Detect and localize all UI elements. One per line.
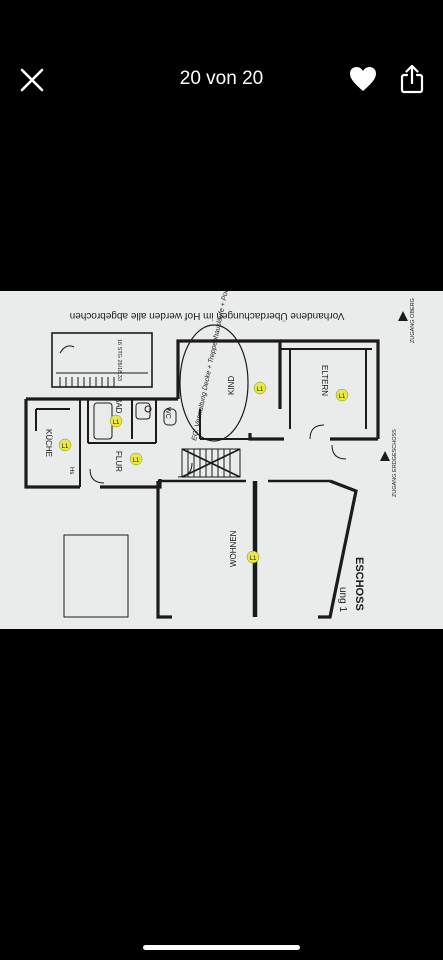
plan-walls [24,339,380,619]
room-label-hall: FLUR [114,451,123,472]
bath-fixtures [93,402,177,440]
floor-plan-photo[interactable]: Vorhandene Überdachungen im Hof werden a… [0,291,443,629]
room-label-child: KIND [227,376,236,395]
central-stair [181,448,241,478]
plan-subtitle-partial: ung 1 [337,587,348,612]
handwritten-oval [179,324,249,442]
favorite-button[interactable] [349,66,377,92]
marker-bath: L1 [109,414,123,428]
stair-block [51,332,153,388]
room-label-bath: BAD [114,397,123,414]
plan-interior-walls [35,348,372,487]
image-counter: 20 von 20 [179,68,264,89]
svg-text:L1: L1 [257,387,264,393]
stair-note: 16 STG 26/18,33 [116,339,122,381]
marker-kitchen: L1 [58,438,72,452]
viewer-top-bar: 20 von 20 [0,0,443,160]
svg-text:L1: L1 [62,444,69,450]
marker-living: L1 [246,550,260,564]
marker-hall: L1 [129,452,143,466]
marker-child: L1 [253,381,267,395]
home-indicator[interactable] [143,945,300,950]
marker-parents: L1 [335,388,349,402]
svg-text:L1: L1 [113,420,120,426]
share-button[interactable] [398,64,426,94]
room-label-living: WOHNEN [229,530,238,567]
heart-icon [350,67,376,91]
close-icon [20,68,44,92]
entrance-label-right: ZUGANG OBERG [410,298,416,343]
svg-text:L1: L1 [250,556,257,562]
plan-title-partial: ESCHOSS [353,557,365,611]
room-label-parents: ELTERN [320,365,329,396]
courtyard-area [63,534,129,618]
share-icon [400,64,424,94]
room-label-hs: Hs [68,467,74,474]
svg-text:L1: L1 [339,394,346,400]
entrance-label-left: ZUGANG ERDGESCHOSS [392,429,398,497]
room-label-wc: WC [164,407,171,419]
svg-text:L1: L1 [133,458,140,464]
close-button[interactable] [18,66,46,94]
entrance-arrow-left [380,451,390,461]
plan-top-note: Vorhandene Überdachungen im Hof werden a… [70,310,345,322]
room-label-kitchen: KÜCHE [44,429,53,457]
entrance-arrow-right [398,311,408,321]
